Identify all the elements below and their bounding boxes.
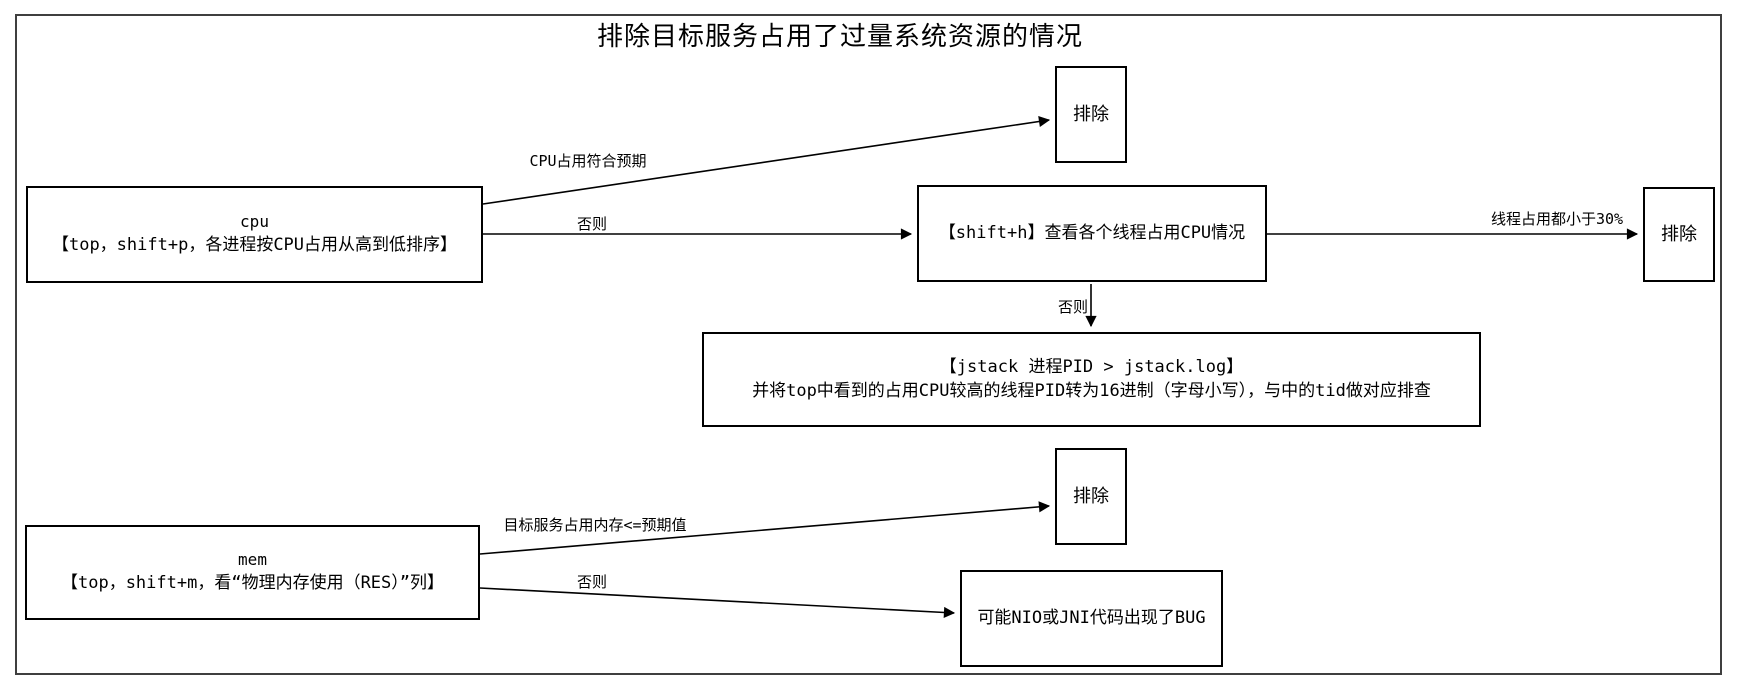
edge-label-cpu-else: 否则 xyxy=(576,215,607,233)
edge-label-thread-low: 线程占用都小于30% xyxy=(1490,210,1624,228)
node-jstack-line1: 【jstack 进程PID > jstack.log】 xyxy=(939,356,1244,377)
node-cpu-top-shift-p: cpu 【top，shift+p，各进程按CPU占用从高到低排序】 xyxy=(26,186,483,283)
node-jstack-line2: 并将top中看到的占用CPU较高的线程PID转为16进制（字母小写），与中的ti… xyxy=(752,380,1431,401)
node-nio-jni-bug-label: 可能NIO或JNI代码出现了BUG xyxy=(977,607,1206,628)
node-shift-h-label: 【shift+h】查看各个线程占用CPU情况 xyxy=(938,222,1246,243)
edge-label-mem-expected: 目标服务占用内存<=预期值 xyxy=(503,516,687,534)
edge-mem-else-arrow xyxy=(479,587,956,619)
node-cpu-subtitle: cpu xyxy=(240,212,269,232)
node-mem-label: 【top，shift+m，看“物理内存使用（RES）”列】 xyxy=(60,572,445,593)
edge-label-thread-else: 否则 xyxy=(1057,298,1088,316)
node-exclude-mem-expected: 排除 xyxy=(1055,448,1127,545)
node-exclude-thread-low-label: 排除 xyxy=(1661,223,1697,245)
node-exclude-mem-expected-label: 排除 xyxy=(1073,485,1109,507)
node-mem-subtitle: mem xyxy=(238,550,267,570)
node-exclude-cpu-expected: 排除 xyxy=(1055,66,1127,163)
node-cpu-label: 【top，shift+p，各进程按CPU占用从高到低排序】 xyxy=(51,234,458,255)
edge-mem-to-exclude-arrow xyxy=(479,501,1051,555)
node-exclude-thread-low: 排除 xyxy=(1643,187,1715,282)
node-exclude-cpu-expected-label: 排除 xyxy=(1073,103,1109,125)
node-mem-top-shift-m: mem 【top，shift+m，看“物理内存使用（RES）”列】 xyxy=(25,525,480,620)
edge-label-cpu-expected: CPU占用符合预期 xyxy=(529,152,647,170)
diagram-title: 排除目标服务占用了过量系统资源的情况 xyxy=(596,22,1083,52)
node-nio-jni-bug: 可能NIO或JNI代码出现了BUG xyxy=(960,570,1223,667)
node-shift-h: 【shift+h】查看各个线程占用CPU情况 xyxy=(917,185,1267,282)
node-jstack: 【jstack 进程PID > jstack.log】 并将top中看到的占用C… xyxy=(702,332,1481,427)
edge-label-mem-else: 否则 xyxy=(576,573,607,591)
outer-border xyxy=(15,14,1722,675)
edge-cpu-to-exclude-arrow xyxy=(482,115,1051,205)
